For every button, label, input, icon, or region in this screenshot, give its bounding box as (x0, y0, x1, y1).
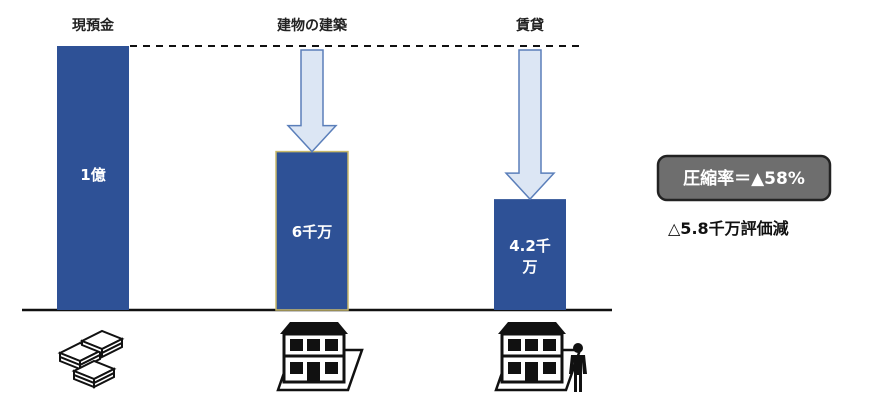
bar-label-cash: 1億 (80, 166, 105, 184)
down-arrow-rental (504, 49, 556, 201)
house-icon (276, 322, 364, 392)
bar-cash (57, 46, 129, 310)
compression-rate-text: 圧縮率＝▲58% (683, 168, 805, 189)
bars-group (57, 46, 566, 311)
rental-house-with-person-icon (494, 322, 587, 392)
compression-rate-badge: 圧縮率＝▲58% (656, 154, 832, 202)
bar-label-rental-line1: 4.2千 (509, 237, 551, 255)
down-arrow-building (286, 49, 338, 153)
category-label-rental: 賃貸 (515, 17, 544, 34)
bar-label-rental-line2: 万 (521, 258, 537, 276)
money-stack-icon (57, 329, 125, 389)
valuation-reduction-text: △5.8千万評価減 (668, 219, 789, 238)
category-label-cash: 現預金 (72, 17, 115, 34)
bar-label-building: 6千万 (292, 223, 332, 241)
bar-building (275, 150, 349, 311)
category-label-building: 建物の建築 (277, 17, 348, 34)
bar-rental (494, 199, 566, 310)
person-icon (569, 343, 587, 392)
